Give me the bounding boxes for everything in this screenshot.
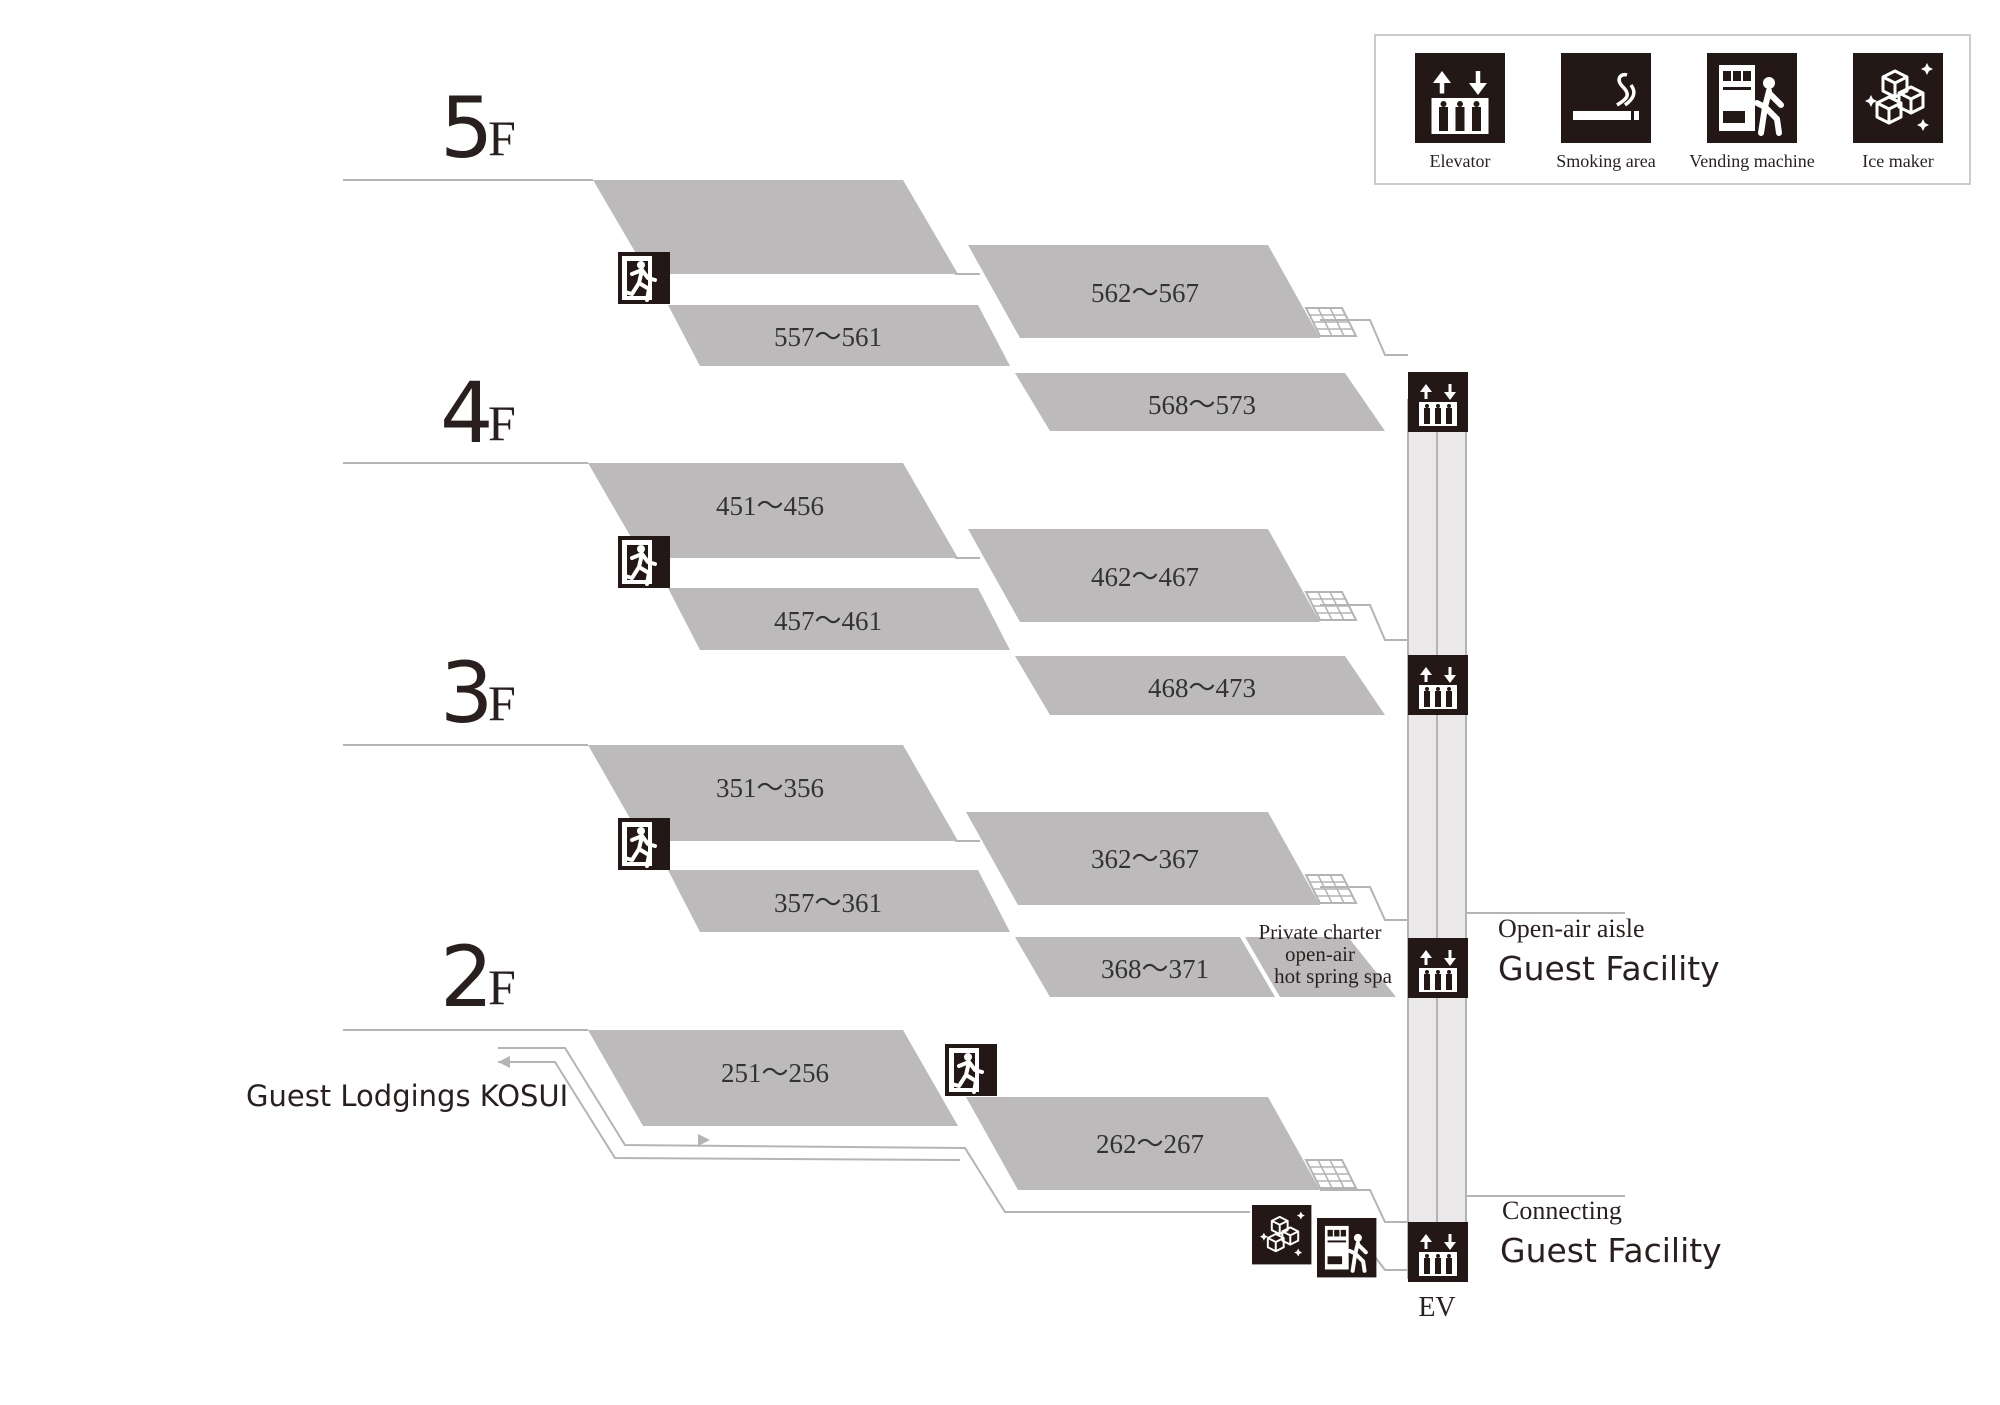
room-block-3f-368[interactable] (1015, 937, 1275, 997)
room-label: 362〜367 (1091, 844, 1199, 874)
guest-facility-label: Guest Facility (1498, 949, 1720, 988)
emergency-exit-icon (943, 1042, 999, 1098)
room-label: 357〜361 (774, 888, 882, 918)
floor-label-3f: 3 F (440, 644, 516, 742)
elevator-icon (1408, 655, 1468, 715)
svg-text:F: F (488, 675, 516, 731)
ice-maker-icon (1251, 1204, 1313, 1266)
floor-5f: 562〜567 557〜561 568〜573 (593, 180, 1468, 432)
vending-machine-icon (1707, 53, 1797, 143)
room-block-2f-251[interactable] (588, 1030, 958, 1126)
room-label: 251〜256 (721, 1058, 829, 1088)
room-block-3f-357[interactable] (668, 870, 1010, 932)
elevator-icon (1408, 372, 1468, 432)
room-label: 562〜567 (1091, 278, 1199, 308)
elevator-icon (1415, 53, 1505, 143)
private-spa[interactable] (1245, 937, 1396, 997)
floor-2f: 251〜256 262〜267 (588, 1030, 1468, 1282)
ice-maker-icon (1851, 51, 1945, 145)
floor-label-5f: 5 F (440, 79, 516, 177)
room-block-4f-451[interactable] (588, 463, 958, 558)
svg-text:F: F (488, 959, 516, 1015)
smoking-area-icon (1559, 51, 1653, 145)
legend-label-vending: Vending machine (1689, 151, 1814, 171)
legend-label-smoking: Smoking area (1556, 151, 1655, 171)
floor-label-4f: 4 F (440, 364, 516, 462)
spa-label-line3: hot spring spa (1274, 964, 1393, 988)
svg-text:5: 5 (440, 79, 493, 177)
room-block-4f-462[interactable] (968, 529, 1320, 622)
floor-3f: 351〜356 362〜367 357〜361 368〜371 Private … (588, 745, 1468, 998)
room-label: 457〜461 (774, 606, 882, 636)
room-block-4f-468[interactable] (1015, 656, 1385, 715)
room-block-5f-a (593, 180, 958, 274)
emergency-exit-icon (616, 816, 672, 872)
room-block-4f-457[interactable] (668, 588, 1010, 650)
room-block-5f-568[interactable] (1015, 373, 1385, 431)
guest-lodgings-label: Guest Lodgings KOSUI (246, 1079, 568, 1113)
vending-machine-icon (1315, 1216, 1379, 1280)
connecting-label: Connecting (1502, 1196, 1622, 1225)
emergency-exit-icon (616, 534, 672, 590)
svg-text:2: 2 (440, 928, 493, 1026)
elevator-icon (1408, 1222, 1468, 1282)
spa-label-line1: Private charter (1258, 920, 1381, 944)
room-block-3f-351[interactable] (588, 745, 958, 841)
guest-facility-label: Guest Facility (1500, 1231, 1722, 1270)
elevator-shaft (1407, 399, 1467, 1279)
room-label: 568〜573 (1148, 390, 1256, 420)
svg-text:4: 4 (440, 364, 493, 462)
room-block-3f-362[interactable] (966, 812, 1320, 905)
svg-text:F: F (488, 395, 516, 451)
room-label: 262〜267 (1096, 1129, 1204, 1159)
emergency-exit-icon (616, 250, 672, 306)
room-label: 557〜561 (774, 322, 882, 352)
room-label: 451〜456 (716, 491, 824, 521)
room-block-5f-557[interactable] (668, 305, 1010, 366)
floor-label-2f: 2 F (440, 928, 516, 1026)
room-label: 351〜356 (716, 773, 824, 803)
legend-label-ice: Ice maker (1862, 151, 1933, 171)
svg-text:F: F (488, 110, 516, 166)
open-air-aisle-label: Open-air aisle (1498, 914, 1645, 943)
legend-label-elevator: Elevator (1430, 151, 1491, 171)
room-block-2f-262[interactable] (966, 1097, 1320, 1190)
ev-label: EV (1418, 1292, 1455, 1323)
legend-box: Elevator Smoking area Vending machine Ic… (1374, 34, 1971, 185)
elevator-icon (1408, 938, 1468, 998)
floor-lines (343, 179, 593, 1031)
room-block-5f-562[interactable] (968, 245, 1320, 338)
room-label: 468〜473 (1148, 673, 1256, 703)
svg-text:3: 3 (440, 644, 493, 742)
floor-4f: 451〜456 462〜467 457〜461 468〜473 (588, 463, 1468, 715)
room-label: 368〜371 (1101, 954, 1209, 984)
spa-label-line2: open-air (1285, 942, 1355, 966)
room-label: 462〜467 (1091, 562, 1199, 592)
